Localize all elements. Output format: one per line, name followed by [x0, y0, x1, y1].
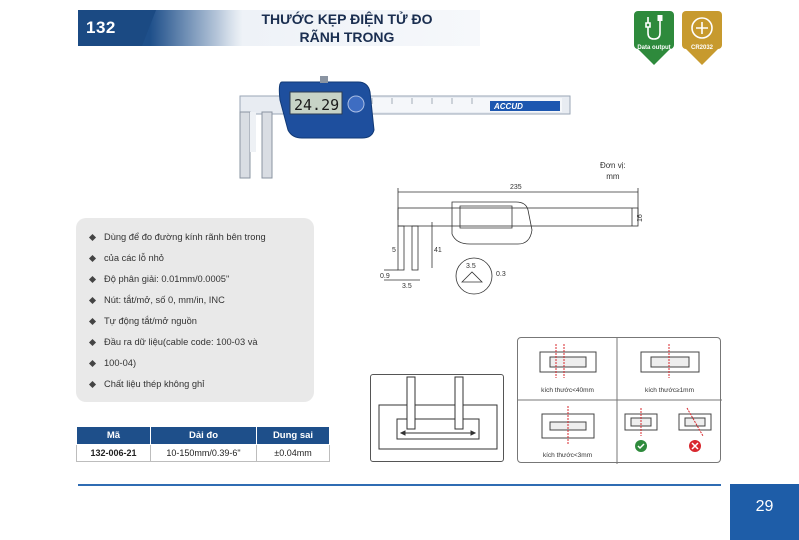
battery-coin-icon: [691, 17, 713, 39]
usage-cell-3: kích thước<3mm: [518, 400, 617, 464]
caption-size-ge-1: kích thước≥1mm: [644, 387, 695, 394]
usage-cell-2: kích thước≥1mm: [617, 338, 722, 400]
usage-cell-1: kích thước<40mm: [518, 338, 617, 400]
correct-vs-wrong-icons: [624, 407, 712, 452]
col-header-range: Dải đo: [150, 426, 257, 445]
page-title: THƯỚC KẸP ĐIỆN TỬ ĐO RÃNH TRONG: [232, 10, 462, 46]
feature-item: Dùng để đo đường kính rãnh bên trong: [88, 227, 304, 248]
page-number-box: [730, 484, 799, 540]
title-line-2: RÃNH TRONG: [299, 29, 395, 45]
product-code-tag: 132: [86, 18, 116, 37]
unit-label-line-2: mm: [606, 172, 620, 181]
feature-item: Chất liệu thép không ghỉ: [88, 374, 304, 395]
usb-cable-icon: [645, 15, 663, 40]
feature-item: của các lỗ nhỏ: [88, 248, 304, 269]
spec-table-header: Mã Dải đo Dung sai: [76, 426, 330, 445]
col-header-accuracy: Dung sai: [256, 426, 330, 445]
feature-item: 100-04): [88, 353, 304, 374]
groove-wide-icon: [640, 344, 700, 378]
battery-badge: CR2032: [682, 11, 722, 65]
dimension-drawing: 235 16 5 41 0.9 3.5 3.5 0.3: [380, 184, 644, 295]
groove-measure-illustration: [378, 376, 498, 450]
cell-code: 132-006-21: [76, 444, 151, 462]
dim-3-5-left: 3.5: [402, 283, 412, 290]
page-number: 29: [755, 498, 774, 515]
cell-range: 10-150mm/0.39-6": [150, 444, 257, 462]
title-line-1: THƯỚC KẸP ĐIỆN TỬ ĐO: [261, 11, 433, 27]
footer-rule: [78, 484, 721, 486]
feature-item: Đầu ra dữ liệu(cable code: 100-03 và: [88, 332, 304, 353]
dim-0-3: 0.3: [496, 271, 506, 278]
header-tab: [78, 10, 156, 46]
spec-table: Mã Dải đo Dung sai 132-006-21 10-150mm/0…: [76, 426, 330, 462]
col-header-code: Mã: [76, 426, 151, 445]
groove-illustration-panel: [370, 374, 504, 462]
cell-accuracy: ±0.04mm: [256, 444, 330, 462]
title-band: [150, 10, 480, 46]
caption-size-lt-3: kích thước<3mm: [542, 452, 593, 459]
groove-shallow-icon: [541, 406, 595, 444]
groove-small-icon: [539, 344, 597, 378]
dim-5: 5: [392, 247, 396, 254]
unit-label: Đơn vị: mm: [600, 160, 626, 182]
table-row: 132-006-21 10-150mm/0.39-6" ±0.04mm: [76, 444, 330, 462]
caption-size-lt-40: kích thước<40mm: [541, 387, 594, 394]
usage-grid: kích thước<40mm kích thước≥1mm kích thướ…: [517, 337, 722, 464]
unit-label-line-1: Đơn vị:: [600, 161, 626, 170]
badge-label-cr2032: CR2032: [690, 45, 713, 51]
feature-item: Độ phân giải: 0.01mm/0.0005": [88, 269, 304, 290]
lcd-display-value: 24.29: [294, 96, 339, 114]
dim-41: 41: [434, 247, 442, 254]
data-output-badge: Data output: [634, 11, 674, 65]
badge-label-data-output: Data output: [637, 45, 671, 51]
feature-item: Nút: tắt/mở, số 0, mm/in, INC: [88, 290, 304, 311]
dim-16: 16: [637, 214, 644, 222]
feature-list: Dùng để đo đường kính rãnh bên trong của…: [76, 218, 314, 402]
feature-item: Tự động tắt/mở nguồn: [88, 311, 304, 332]
usage-grid-lines: [518, 338, 722, 464]
brand-logo: ACCUD: [493, 102, 523, 111]
dim-0-9: 0.9: [380, 273, 390, 280]
dim-235: 235: [510, 184, 522, 191]
dim-3-5-detail: 3.5: [466, 263, 476, 270]
usage-cell-4: [617, 400, 722, 464]
caliper-product-image: ACCUD 24.29: [239, 76, 571, 179]
